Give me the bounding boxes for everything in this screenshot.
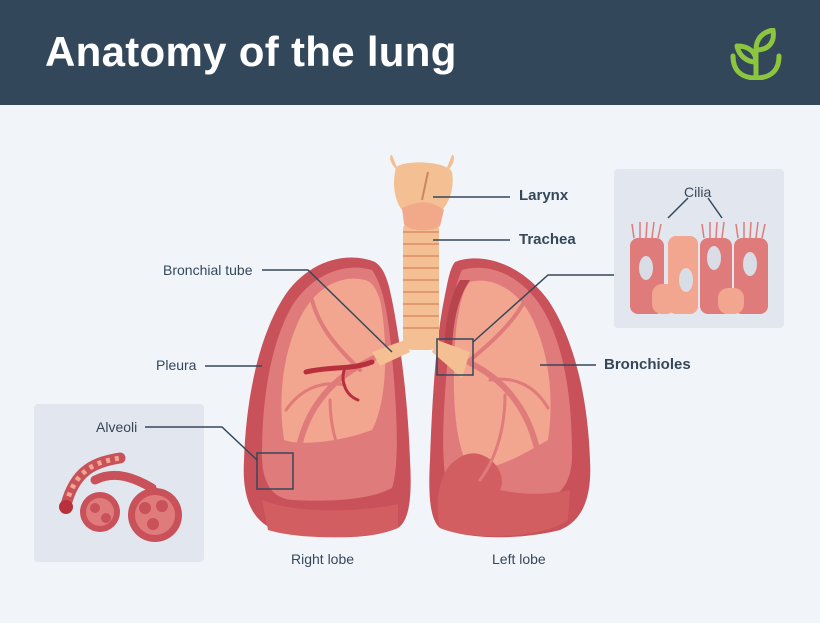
alveoli-panel [34, 404, 204, 562]
label-right-lobe: Right lobe [291, 551, 355, 567]
label-bronchial-tube: Bronchial tube [163, 262, 253, 278]
leaf-logo-icon [730, 28, 782, 80]
label-left-lobe: Left lobe [492, 551, 546, 567]
label-bronchioles: Bronchioles [604, 356, 691, 373]
larynx [390, 154, 454, 231]
right-lung [243, 257, 411, 538]
leader-lines [145, 196, 723, 461]
header-bar: Anatomy of the lung [0, 0, 820, 105]
label-alveoli: Alveoli [96, 419, 138, 435]
bronchioles-callout-box [436, 338, 474, 376]
trachea [372, 220, 470, 378]
label-trachea: Trachea [519, 231, 576, 248]
label-pleura: Pleura [156, 357, 197, 373]
cilia-inset [630, 221, 768, 314]
label-larynx: Larynx [519, 187, 569, 204]
alveoli-callout-box [256, 452, 294, 490]
alveoli-inset [59, 452, 182, 542]
page-title: Anatomy of the lung [45, 28, 457, 75]
label-cilia: Cilia [684, 184, 712, 200]
